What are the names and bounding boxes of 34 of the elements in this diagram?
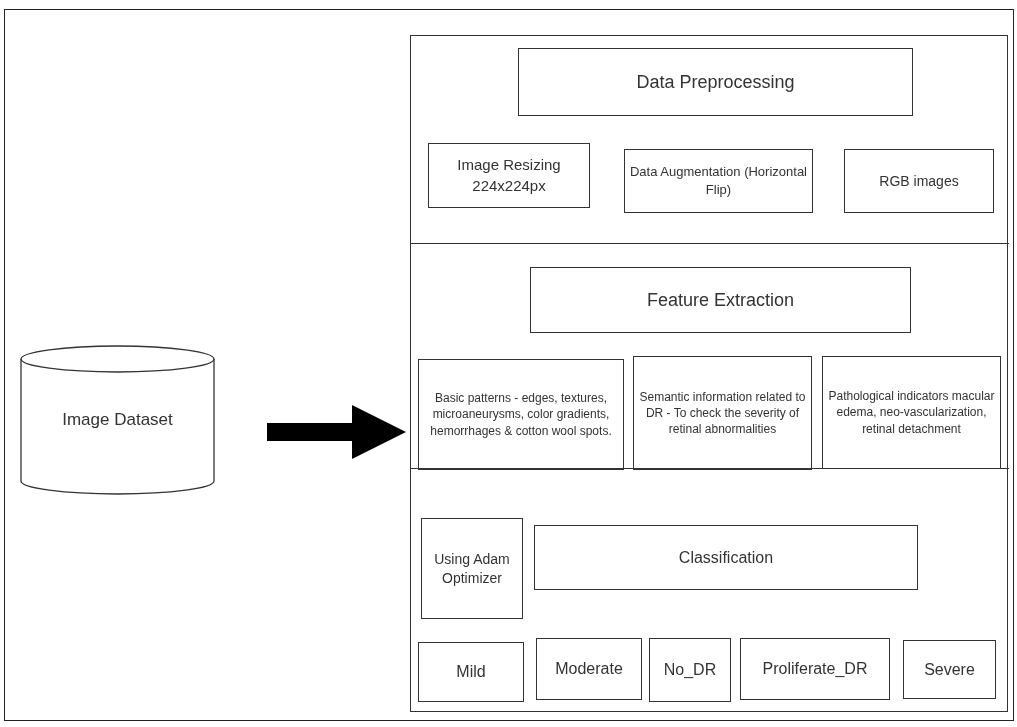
- process-box: [903, 640, 996, 699]
- node-label: Using Adam Optimizer: [433, 549, 511, 588]
- node-label: Image Resizing 224x224px: [456, 155, 562, 196]
- process-box: [649, 638, 731, 702]
- process-box: [421, 518, 523, 619]
- process-box: [428, 143, 590, 208]
- process-box: [822, 356, 1001, 469]
- process-box: [633, 356, 812, 470]
- node-label: Data Augmentation (Horizontal Flip): [628, 163, 808, 199]
- process-box: [740, 638, 890, 700]
- node-label: Basic patterns - edges, textures, microaneurysms, color gradients, hemorrhages & cotton wool spots.: [429, 390, 613, 439]
- process-box: [844, 149, 994, 213]
- node-label: No_DR: [662, 660, 718, 681]
- process-box: [530, 267, 911, 333]
- node-label: Data Preprocessing: [635, 70, 796, 94]
- node-label: Proliferate_DR: [761, 659, 869, 680]
- node-label: Moderate: [554, 659, 624, 680]
- node-label: Classification: [677, 547, 775, 568]
- node-label: Image Dataset: [61, 408, 174, 431]
- node-label: Pathological indicators macular edema, neo-vascularization, retinal detachment: [827, 388, 996, 437]
- process-box: [518, 48, 913, 116]
- node-label: Severe: [923, 659, 976, 680]
- stage-section: [411, 243, 1009, 468]
- process-box: [418, 642, 524, 702]
- node-label: Semantic information related to DR - To check the severity of retinal abnormalities: [638, 388, 807, 438]
- process-box: [418, 359, 624, 470]
- process-box: [536, 638, 642, 700]
- node-label: Feature Extraction: [645, 288, 796, 312]
- pipeline-panel: [410, 35, 1008, 712]
- node-label: Mild: [455, 662, 487, 683]
- node-label: RGB images: [878, 171, 960, 191]
- process-box: [534, 525, 918, 590]
- block-arrow: [267, 405, 406, 459]
- process-box: [624, 149, 813, 213]
